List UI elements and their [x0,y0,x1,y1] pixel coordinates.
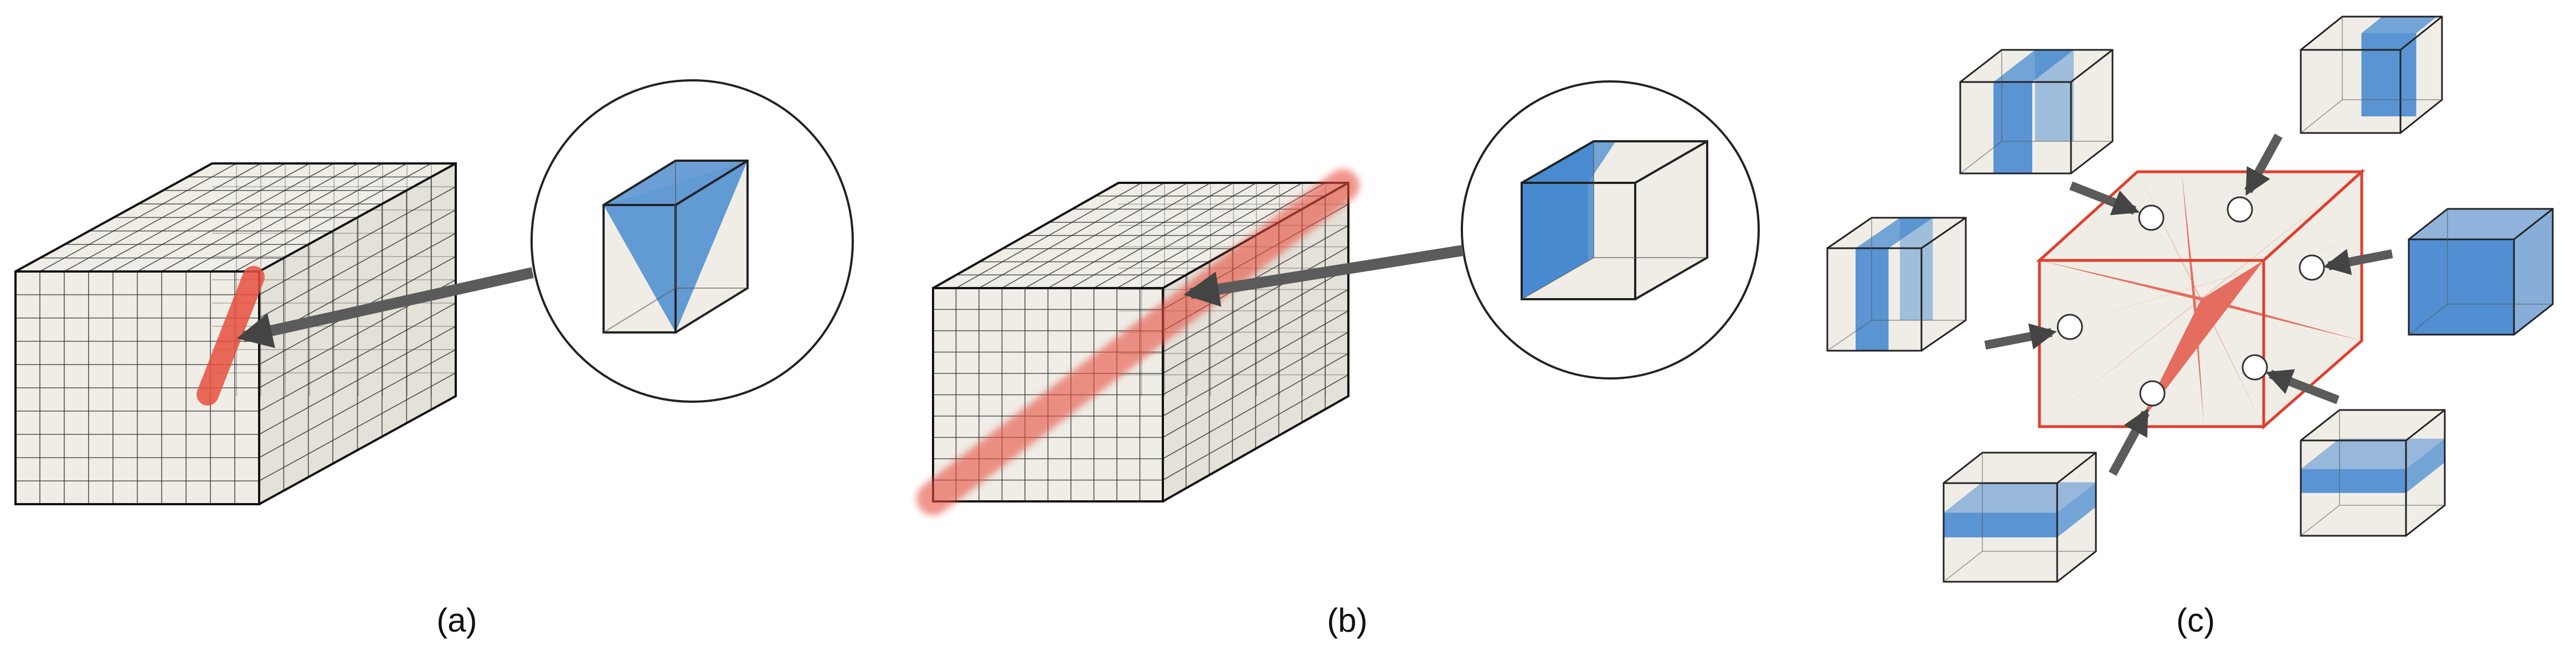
satellite-cube-bottom-left [1943,452,2097,583]
zoom-arrow-a [236,267,534,348]
caption-b: (b) [1327,602,1368,639]
highlight-diagonal-band-b [916,169,1359,515]
satellite-cubes-c [1826,16,2554,583]
highlight-cell-strip-a [197,266,265,406]
marker-circle-left [2057,314,2083,340]
zoom-cube-a [602,160,749,334]
marker-circle-right [2299,254,2325,281]
panel-c [1826,16,2554,583]
grid-cube-a [14,162,457,505]
marker-circle-bottom [2139,380,2166,407]
marker-circle-top-right [2227,196,2253,223]
marker-circle-bottom-right [2242,354,2268,381]
zoom-arrow-b [1183,245,1464,307]
satellite-cube-bottom-right [2300,409,2446,537]
panel-a [14,79,854,505]
satellite-cube-right [2408,208,2554,336]
caption-c: (c) [2176,602,2215,639]
central-cube-c [2036,168,2366,430]
arrows-c [1984,134,2393,476]
satellite-cube-left [1826,217,1967,352]
marker-circle-top-left [2138,204,2165,231]
zoom-cube-b [1521,140,1708,300]
satellite-cube-top-left [1959,49,2114,175]
panel-b [916,80,1760,515]
satellite-cube-top-right [2300,16,2443,134]
caption-a: (a) [436,602,477,639]
